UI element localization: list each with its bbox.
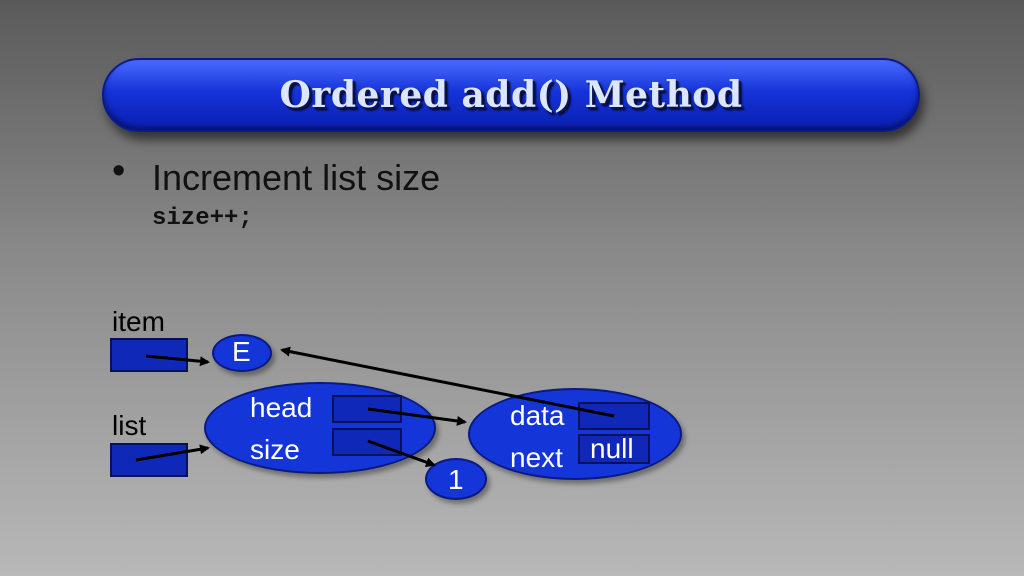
next-label: next	[510, 442, 563, 473]
head-label: head	[250, 392, 313, 423]
next-field-box	[578, 434, 650, 464]
size-field-box	[332, 428, 402, 456]
size-arrow	[367, 439, 436, 467]
list-label: list	[112, 410, 147, 441]
item-ref-box	[110, 338, 188, 372]
data-arrow	[280, 346, 615, 418]
list-ref-box	[110, 443, 188, 477]
title-banner	[102, 58, 920, 132]
code-line: size++;	[152, 205, 253, 232]
head-field-box	[332, 395, 402, 423]
element-label: E	[232, 336, 251, 367]
element-node	[212, 334, 272, 372]
head-arrow	[367, 407, 467, 426]
size-label: size	[250, 434, 300, 465]
size-value: 1	[448, 464, 464, 495]
slide-title: Ordered add() Method	[279, 74, 743, 116]
item-arrow	[145, 354, 210, 367]
next-value: null	[590, 433, 634, 464]
bullet-marker: •	[112, 150, 126, 192]
bullet-text: Increment list size	[152, 157, 441, 198]
item-label: item	[112, 306, 165, 337]
list-arrow	[135, 444, 210, 462]
